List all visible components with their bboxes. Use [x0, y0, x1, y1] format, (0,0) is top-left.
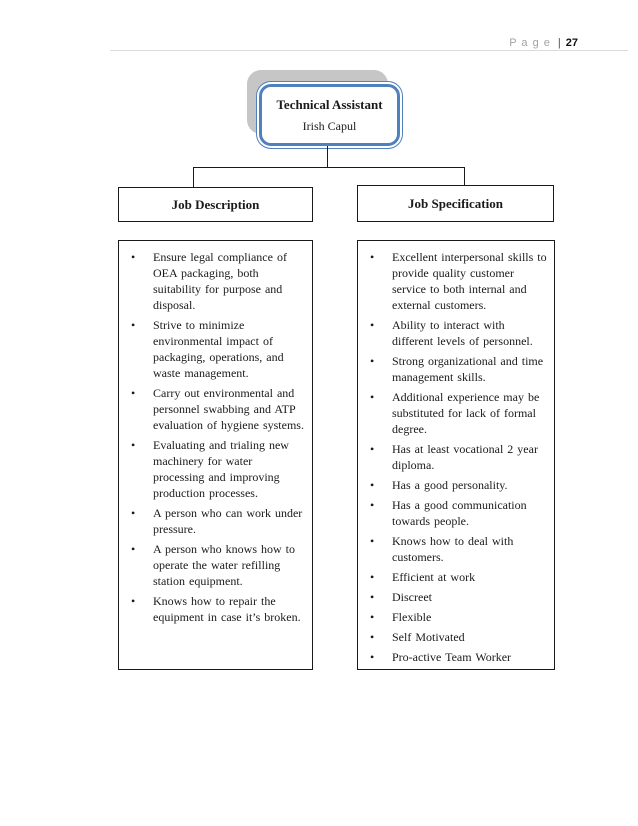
list-item: Ability to interact with different level… — [358, 317, 548, 349]
list-item: Ensure legal compliance of OEA packaging… — [119, 249, 306, 313]
list-item: Excellent interpersonal skills to provid… — [358, 249, 548, 313]
list-item: Has a good personality. — [358, 477, 548, 493]
list-item: Additional experience may be substituted… — [358, 389, 548, 437]
list-item: Pro-active Team Worker — [358, 649, 548, 665]
page-header: P a g e | 27 — [400, 36, 578, 50]
list-item: Efficient at work — [358, 569, 548, 585]
list-item: Carry out environmental and personnel sw… — [119, 385, 306, 433]
root-node-box: Technical Assistant Irish Capul — [259, 84, 400, 146]
list-item: Discreet — [358, 589, 548, 605]
root-node-subtitle: Irish Capul — [302, 119, 357, 133]
list-item: Knows how to deal with customers. — [358, 533, 548, 565]
list-item: Strive to minimize environmental impact … — [119, 317, 306, 381]
job-specification-header-box: Job Specification — [357, 185, 554, 222]
page-header-word: P a g e — [509, 37, 551, 49]
list-item: Knows how to repair the equipment in cas… — [119, 593, 306, 625]
list-item: A person who can work under pressure. — [119, 505, 306, 537]
job-description-header-box: Job Description — [118, 187, 313, 222]
list-item: Self Motivated — [358, 629, 548, 645]
list-item: Flexible — [358, 609, 548, 625]
connector-root-vertical — [327, 146, 328, 167]
job-description-heading: Job Description — [171, 196, 260, 212]
job-specification-list-box: Excellent interpersonal skills to provid… — [357, 240, 555, 670]
header-rule — [110, 50, 628, 51]
list-item: A person who knows how to operate the wa… — [119, 541, 306, 589]
root-node-title: Technical Assistant — [276, 97, 383, 112]
page-header-separator: | — [557, 37, 561, 49]
page-number: 27 — [565, 37, 578, 49]
job-description-list: Ensure legal compliance of OEA packaging… — [119, 249, 306, 625]
job-description-list-box: Ensure legal compliance of OEA packaging… — [118, 240, 313, 670]
list-item: Strong organizational and time managemen… — [358, 353, 548, 385]
connector-left-drop — [193, 168, 194, 187]
job-specification-heading: Job Specification — [408, 195, 503, 211]
list-item: Has a good communication towards people. — [358, 497, 548, 529]
list-item: Evaluating and trialing new machinery fo… — [119, 437, 306, 501]
list-item: Has at least vocational 2 year diploma. — [358, 441, 548, 473]
job-specification-list: Excellent interpersonal skills to provid… — [358, 249, 548, 665]
connector-right-drop — [464, 168, 465, 185]
connector-horizontal — [193, 167, 465, 168]
